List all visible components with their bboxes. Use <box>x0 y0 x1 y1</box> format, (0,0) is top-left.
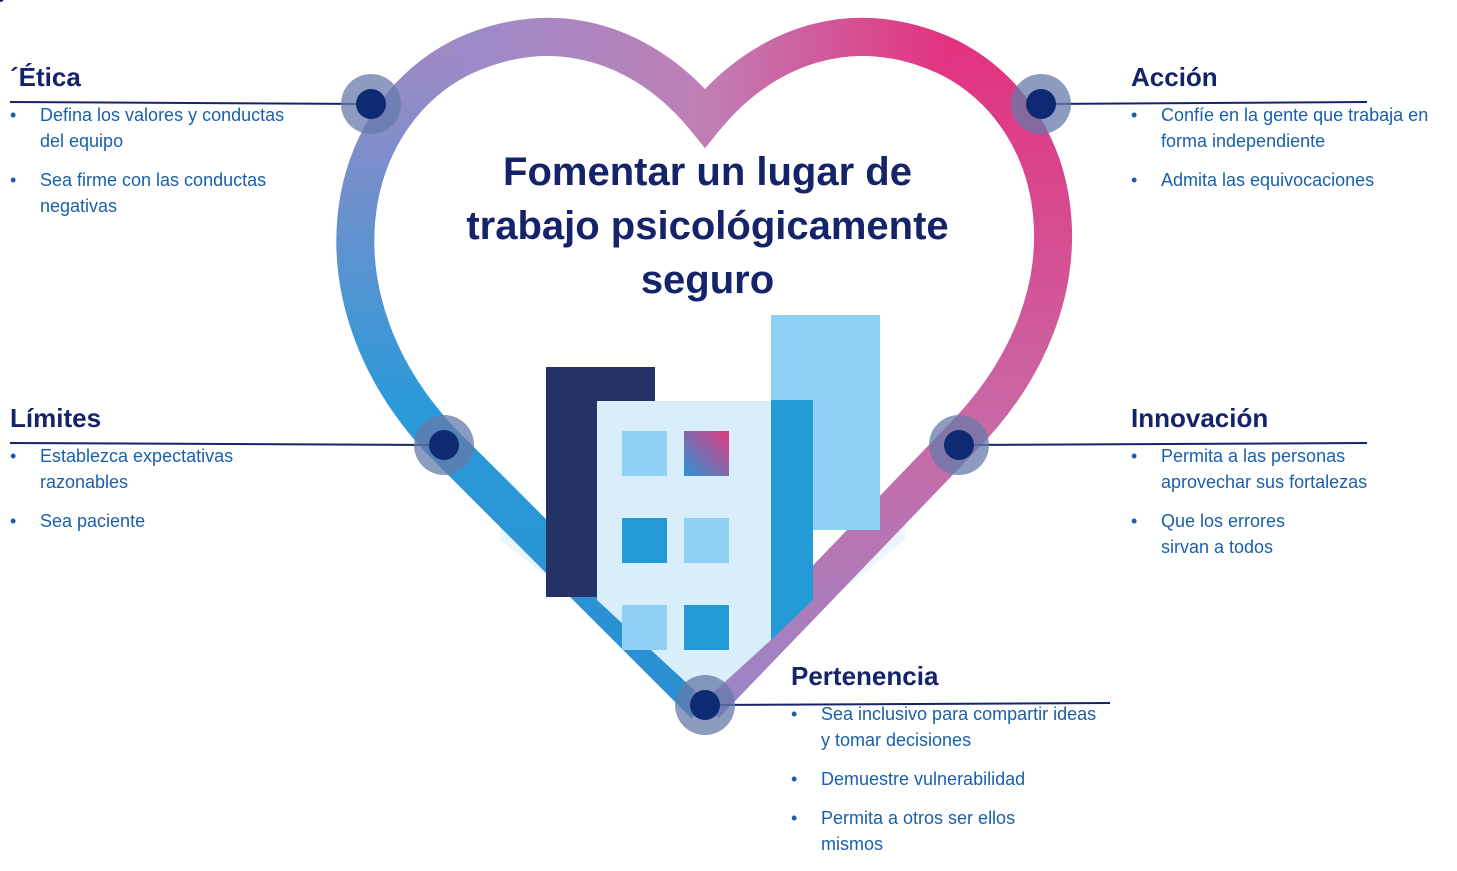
title-line-3: seguro <box>640 258 775 302</box>
bullet-list: Establezca expectativas razonables Sea p… <box>10 443 340 534</box>
section-pertenencia: Pertenencia Sea inclusivo para compartir… <box>791 657 1111 870</box>
node-limites <box>414 415 474 475</box>
window-4 <box>684 518 729 563</box>
bullet-item: Defina los valores y conductas del equip… <box>10 102 300 154</box>
node-innovacion <box>929 415 989 475</box>
bullet-item: Sea paciente <box>10 508 310 534</box>
bullet-item: Permita a las personas aprovechar sus fo… <box>1131 443 1371 495</box>
window-6 <box>684 605 729 650</box>
building-tall-blue <box>771 400 813 640</box>
section-innovacion: Innovación Permita a las personas aprove… <box>1131 399 1457 573</box>
node-etica <box>341 74 401 134</box>
bullet-item: Permita a otros ser ellos mismos <box>791 805 1071 857</box>
section-heading: ´Ética <box>10 62 81 92</box>
section-limites: Límites Establezca expectativas razonabl… <box>10 399 340 547</box>
bullet-list: Defina los valores y conductas del equip… <box>10 102 340 219</box>
bullet-list: Confíe en la gente que trabaja en forma … <box>1131 102 1457 193</box>
bullet-item: Que los errores sirvan a todos <box>1131 508 1331 560</box>
section-heading: Límites <box>10 403 102 433</box>
bullet-item: Confíe en la gente que trabaja en forma … <box>1131 102 1457 154</box>
section-heading: Innovación <box>1131 403 1269 433</box>
window-1 <box>622 431 667 476</box>
bullet-list: Sea inclusivo para compartir ideas y tom… <box>791 701 1111 857</box>
section-heading: Pertenencia <box>791 661 939 691</box>
bullet-list: Permita a las personas aprovechar sus fo… <box>1131 443 1457 560</box>
corner-title-fragment: jo <box>0 0 25 4</box>
section-etica: ´Ética Defina los valores y conductas de… <box>10 58 340 232</box>
window-3 <box>622 518 667 563</box>
window-5 <box>622 605 667 650</box>
bullet-item: Sea inclusivo para compartir ideas y tom… <box>791 701 1101 753</box>
bullet-item: Establezca expectativas razonables <box>10 443 310 495</box>
window-2 <box>684 431 729 476</box>
bullet-item: Sea firme con las conductas negativas <box>10 167 340 219</box>
central-title: Fomentar un lugar de trabajo psicológica… <box>415 145 1000 307</box>
heart-outline-top <box>451 18 959 149</box>
section-accion: Acción Confíe en la gente que trabaja en… <box>1131 58 1457 206</box>
node-accion <box>1011 74 1071 134</box>
title-line-1: Fomentar un lugar de <box>503 150 912 194</box>
section-heading: Acción <box>1131 62 1218 92</box>
node-pertenencia <box>675 675 735 735</box>
title-line-2: trabajo psicológicamente <box>466 204 949 248</box>
bullet-item: Admita las equivocaciones <box>1131 167 1457 193</box>
bullet-item: Demuestre vulnerabilidad <box>791 766 1101 792</box>
